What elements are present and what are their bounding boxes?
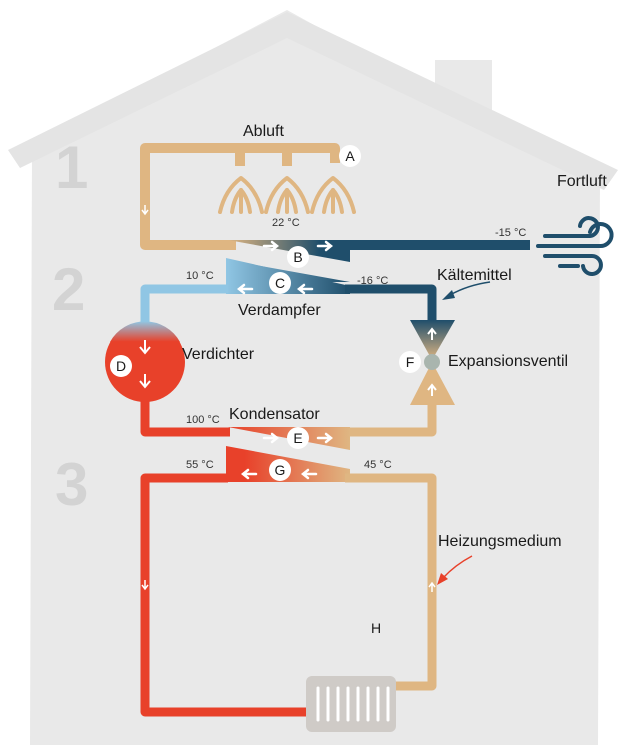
svg-text:F: F	[406, 354, 415, 370]
temp-evap-out: -16 °C	[357, 275, 388, 287]
label-heizungsmedium: Heizungsmedium	[438, 533, 562, 550]
house-outline	[8, 10, 618, 745]
compressor-icon	[105, 321, 185, 402]
point-marker-h: H	[371, 620, 381, 636]
svg-text:A: A	[345, 148, 355, 164]
exchanger-flow-arrows	[236, 240, 334, 480]
label-kondensator: Kondensator	[229, 406, 320, 423]
heizungsmedium-pointer	[437, 555, 473, 585]
temp-fortluft: -15 °C	[495, 227, 526, 239]
label-kaeltemittel: Kältemittel	[437, 267, 512, 284]
label-verdampfer: Verdampfer	[238, 302, 321, 319]
label-verdichter: Verdichter	[182, 346, 255, 363]
point-marker-c: C	[269, 272, 291, 294]
label-expansionsventil: Expansionsventil	[448, 353, 568, 370]
flow-arrow-icon	[141, 580, 149, 591]
point-marker-f: F	[399, 351, 421, 373]
section-number-3: 3	[55, 451, 88, 518]
svg-text:D: D	[116, 358, 126, 374]
point-marker-d: D	[110, 355, 132, 377]
temp-evap-in: 10 °C	[186, 270, 214, 282]
point-marker-e: E	[287, 427, 309, 449]
air-rising-arrows	[218, 176, 356, 214]
point-marker-b: B	[287, 246, 309, 268]
svg-text:C: C	[275, 275, 285, 291]
point-marker-a: A	[339, 145, 361, 167]
temp-cond-in: 100 °C	[186, 414, 220, 426]
radiator-icon	[306, 676, 396, 732]
flow-arrow-icon	[428, 581, 436, 592]
temp-heat-in: 45 °C	[364, 459, 392, 471]
temp-abluft: 22 °C	[272, 217, 300, 229]
svg-text:G: G	[275, 462, 286, 478]
exhaust-air-pipe	[140, 143, 340, 250]
label-abluft: Abluft	[243, 123, 284, 140]
section-number-1: 1	[55, 134, 88, 201]
expansion-valve-icon	[410, 320, 455, 405]
refrigerant-pipe	[140, 284, 437, 437]
svg-text:B: B	[293, 249, 302, 265]
label-fortluft: Fortluft	[557, 173, 607, 190]
temp-heat-out: 55 °C	[186, 459, 214, 471]
flow-arrow-icon	[141, 205, 149, 216]
kaeltemittel-pointer	[442, 281, 491, 300]
point-marker-g: G	[269, 459, 291, 481]
svg-text:E: E	[293, 430, 302, 446]
wind-icon	[536, 216, 614, 276]
section-number-2: 2	[52, 256, 85, 323]
